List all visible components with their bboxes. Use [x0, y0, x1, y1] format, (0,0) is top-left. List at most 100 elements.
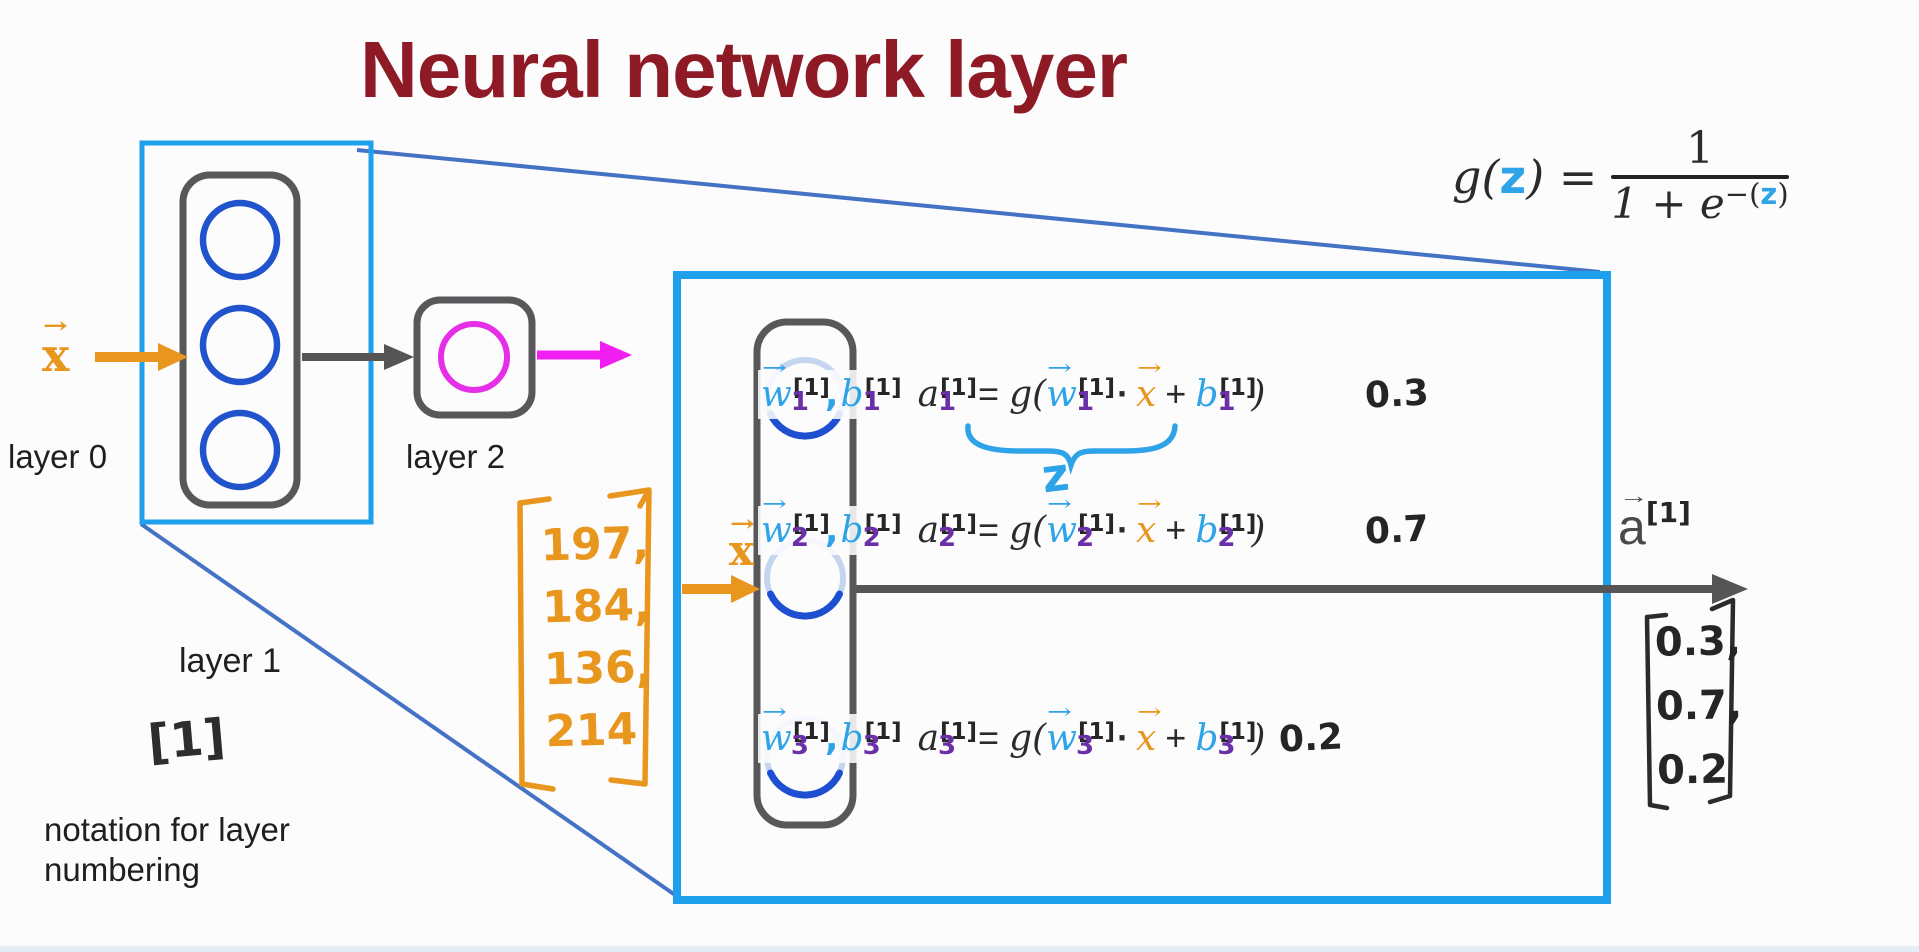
activation-value-3: 0.2 [1278, 716, 1345, 761]
layer-notation-superscript: [1] [145, 708, 228, 772]
plus-sign: + [1165, 509, 1187, 550]
detail-neurons-box [753, 318, 857, 829]
sigmoid-lhs: g(z) = [1452, 150, 1598, 205]
sigmoid-fraction: 1 1 + e−(z) [1611, 125, 1789, 229]
input-matrix-values: 197, 184, 136, 214 [540, 513, 655, 764]
layer1-neurons-box [179, 171, 301, 509]
layer1-label: layer 1 [179, 642, 282, 680]
bottom-edge-strip [0, 946, 1919, 952]
close-paren: ) [1251, 510, 1266, 551]
a-symbol: a [917, 374, 940, 415]
b-symbol: b [840, 718, 864, 759]
vector-arrow-icon: → [1047, 492, 1073, 517]
layer2-label: layer 2 [406, 438, 506, 475]
output-activation-label: →a[1] [1618, 485, 1691, 556]
g-function: g( [1009, 718, 1047, 759]
detail-neuron-1-arc [767, 410, 843, 440]
matrix-value: 136, [543, 641, 654, 696]
matrix-right-bracket [607, 487, 652, 787]
vector-arrow-icon: → [762, 356, 787, 381]
arrow-layer1-to-layer2-head [384, 344, 414, 370]
output-vector-values: 0.3, 0.7, 0.2 [1654, 609, 1743, 802]
output-vector-right-bracket [1707, 597, 1736, 805]
layer0-label: layer 0 [8, 438, 108, 475]
vector-arrow-icon: → [1619, 483, 1649, 508]
zoom-line-bottom [139, 522, 680, 899]
vector-arrow-icon: → [762, 492, 787, 517]
output-value: 0.2 [1656, 746, 1729, 794]
fraction-denominator: 1 + e−(z) [1611, 177, 1789, 229]
vector-arrow-icon: → [1047, 356, 1073, 381]
equals-sign: = [978, 373, 1000, 414]
unit-subscript: 1 [790, 387, 809, 417]
b-symbol: b [840, 374, 864, 415]
dot-product: · [1116, 373, 1129, 414]
g-function: g( [1009, 374, 1047, 415]
zoom-line-top [356, 148, 1601, 274]
layer1-neuron-1 [199, 199, 281, 281]
input-x-label: →x [42, 313, 70, 382]
layer2-output-arrowhead [600, 341, 632, 369]
g-function: g( [1009, 510, 1047, 551]
w-symbol: w [761, 374, 792, 415]
output-layer-superscript: [1] [1645, 496, 1691, 529]
equals-sign: = [978, 509, 1000, 550]
vector-arrow-icon: → [1136, 492, 1162, 517]
vector-arrow-icon: → [1047, 700, 1073, 725]
activation-value-1: 0.3 [1364, 372, 1431, 417]
vector-arrow-icon: → [762, 700, 787, 725]
output-value: 0.3, [1654, 618, 1742, 666]
matrix-left-bracket [517, 496, 556, 792]
a-symbol: a [917, 510, 940, 551]
matrix-value: 214 [544, 703, 638, 758]
w-symbol: w [761, 510, 792, 551]
matrix-value: 197, [539, 517, 650, 572]
input-x-arrowhead [158, 343, 188, 371]
layer2-box [413, 296, 536, 419]
notation-caption: notation for layer numbering [44, 811, 290, 888]
neuron-3-params-label: →w[1]3,b[1]3 [758, 702, 902, 763]
z-exponent: z [1760, 177, 1778, 212]
neuron-2-params-label: →w[1]2,b[1]2 [758, 494, 902, 555]
vector-arrow-icon: → [729, 511, 755, 537]
z-underbrace [965, 423, 1178, 475]
matrix-value: 184, [541, 579, 652, 634]
w-symbol: w [761, 718, 792, 759]
detail-neuron-3-arc [767, 769, 843, 799]
b-symbol: b [840, 510, 864, 551]
x-symbol: x [1135, 374, 1157, 415]
z-argument: z [1499, 150, 1527, 205]
layer-superscript: [1] [792, 375, 830, 401]
output-arrowhead [1712, 574, 1748, 604]
layer1-highlight-box [139, 140, 374, 525]
page-title: Neural network layer [360, 25, 1128, 114]
dot-product: · [1116, 509, 1129, 550]
a-output-symbol: a [1618, 499, 1646, 555]
detail-x-label: →x [728, 511, 755, 575]
fraction-bar [1611, 175, 1789, 180]
activation-value-2: 0.7 [1364, 508, 1431, 553]
vector-arrow-icon: → [1136, 700, 1162, 725]
x-symbol: x [1135, 510, 1157, 551]
equals-sign: = [978, 717, 1000, 758]
layer1-neuron-3 [199, 409, 281, 491]
detail-input-arrowhead [731, 575, 760, 603]
close-paren: ) [1251, 374, 1266, 415]
sigmoid-formula: g(z) = 1 1 + e−(z) [1452, 125, 1789, 229]
close-paren: ) [1251, 718, 1266, 759]
detail-neuron-2-arc [767, 590, 843, 620]
neuron-1-params-label: →w[1]1,b[1]1 [758, 358, 902, 419]
layer2-neuron [438, 321, 510, 393]
layer1-neuron-2 [199, 304, 281, 386]
dot-product: · [1116, 717, 1129, 758]
plus-sign: + [1165, 717, 1187, 758]
vector-arrow-icon: → [1136, 356, 1162, 381]
x-symbol: x [1135, 718, 1157, 759]
output-vector-left-bracket [1644, 612, 1670, 811]
plus-sign: + [1165, 373, 1187, 414]
